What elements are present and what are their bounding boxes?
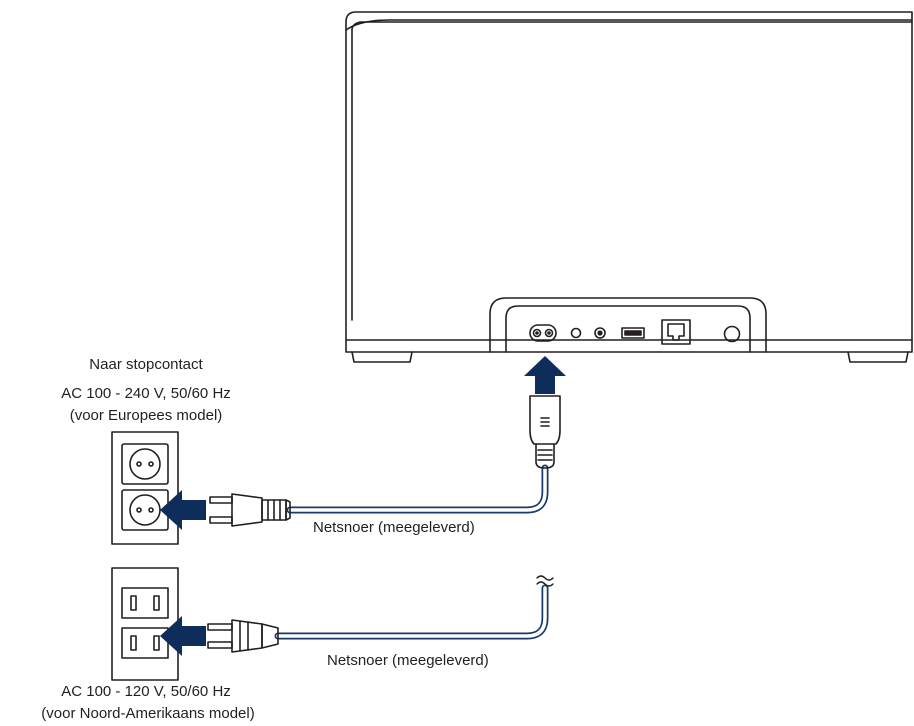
eu-plug-icon: [209, 493, 291, 527]
eu-power-cord: [286, 464, 549, 514]
wavy-break-icon: [536, 575, 554, 587]
aux-jack-icon: [594, 327, 606, 339]
speaker-inner-edge: [351, 21, 913, 321]
arrow-left-to-na-socket: [160, 616, 206, 656]
cord-eu-path-inner: [288, 466, 547, 512]
schuko-socket-icon: [121, 443, 169, 485]
na-voltage-label: AC 100 - 120 V, 50/60 Hz: [61, 683, 231, 700]
ethernet-port-icon: [661, 319, 691, 345]
button-icon: [570, 327, 582, 339]
rear-panel-recess: [489, 297, 767, 353]
iec-connector-icon: [529, 395, 561, 469]
usb-port-icon: [621, 327, 645, 339]
ac-inlet-icon: [529, 324, 557, 342]
speaker-outline: [345, 11, 913, 353]
cord-na-path-inner: [276, 586, 547, 638]
na-power-cord: [274, 584, 549, 640]
rear-panel-plate: [505, 305, 751, 353]
arrow-left-to-eu-socket: [160, 490, 206, 530]
speaker-foot-left: [351, 351, 413, 363]
cord-eu-path-outer: [286, 464, 549, 514]
round-jack-icon: [723, 325, 741, 343]
nema-socket-icon: [121, 627, 169, 659]
speaker-foot-right: [847, 351, 909, 363]
cord-na-path-outer: [274, 584, 549, 640]
na-model-label: (voor Noord-Amerikaans model): [41, 705, 255, 722]
eu-outlet-heading: Naar stopcontact: [89, 356, 203, 373]
nema-socket-icon: [121, 587, 169, 619]
arrow-up-to-speaker: [524, 356, 566, 394]
cord-eu-label: Netsnoer (meegeleverd): [313, 519, 475, 536]
na-plug-icon: [207, 619, 279, 653]
eu-socket-plate: [111, 431, 179, 545]
na-socket-plate: [111, 567, 179, 681]
eu-voltage-label: AC 100 - 240 V, 50/60 Hz: [61, 385, 231, 402]
cord-na-label: Netsnoer (meegeleverd): [327, 652, 489, 669]
speaker-unit: [345, 11, 913, 363]
rear-panel: [489, 297, 767, 353]
eu-model-label: (voor Europees model): [69, 407, 223, 424]
